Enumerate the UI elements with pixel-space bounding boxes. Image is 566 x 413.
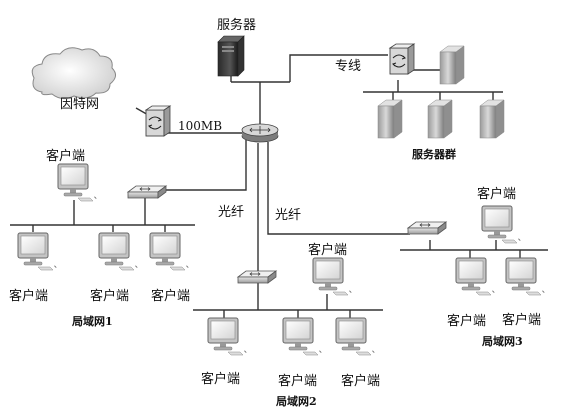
gateway-firewall-icon (145, 105, 171, 137)
client-pc-icon (312, 257, 352, 296)
client-label: 客户端 (278, 373, 317, 389)
lan3-switch-icon (407, 221, 447, 235)
client-label: 客户端 (308, 242, 347, 258)
lan1-switch-icon (127, 185, 167, 199)
client-label: 客户端 (9, 288, 48, 304)
client-pc-icon (57, 163, 97, 202)
lan3-label: 局域网3 (481, 334, 523, 348)
client-label: 客户端 (447, 313, 486, 329)
cluster-server-icon (427, 99, 453, 139)
dedicated-firewall-icon (389, 43, 415, 75)
lan2-label: 局域网2 (275, 394, 317, 408)
internet-label: 因特网 (60, 97, 99, 112)
fiber-label-right: 光纤 (275, 208, 301, 223)
client-pc-icon (455, 257, 495, 296)
lan2-switch-icon (237, 270, 277, 284)
fiber-lan1-wire (165, 140, 247, 191)
client-label: 客户端 (341, 373, 380, 389)
fiber-lan3-wire (267, 142, 410, 235)
router-icon (241, 123, 279, 143)
client-pc-icon (505, 257, 545, 296)
client-pc-icon (149, 232, 189, 271)
client-pc-icon (335, 317, 375, 356)
dedicated-line-label: 专线 (335, 59, 361, 74)
server-cluster-label: 服务器群 (412, 147, 456, 161)
client-pc-icon (17, 232, 57, 271)
client-pc-icon (98, 232, 138, 271)
client-label: 客户端 (46, 148, 85, 164)
bandwidth-label: 100MB (178, 119, 222, 133)
cluster-server-icon (377, 99, 403, 139)
cluster-server-icon (479, 99, 505, 139)
client-label: 客户端 (502, 312, 541, 328)
fiber-label-left: 光纤 (218, 205, 244, 220)
internet-cloud-icon (31, 47, 116, 100)
client-label: 客户端 (201, 371, 240, 387)
client-label: 客户端 (151, 288, 190, 304)
server-label: 服务器 (217, 17, 256, 33)
lan1-label: 局域网1 (71, 314, 113, 328)
client-label: 客户端 (90, 288, 129, 304)
client-pc-icon (282, 317, 322, 356)
dedicated-line-wire (289, 54, 388, 82)
client-pc-icon (481, 205, 521, 244)
client-pc-icon (207, 317, 247, 356)
client-label: 客户端 (477, 186, 516, 202)
server-icon (217, 35, 245, 77)
cluster-head-server-icon (439, 45, 465, 85)
